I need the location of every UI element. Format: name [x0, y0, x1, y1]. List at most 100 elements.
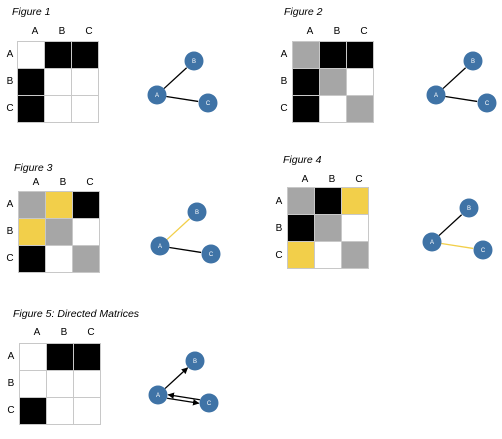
row-label-b: B	[7, 378, 15, 389]
matrix-cell-aa	[20, 344, 47, 371]
matrix-cell-ba	[293, 69, 320, 96]
figure-title: Figure 3	[14, 162, 53, 174]
node-label-b: B	[192, 59, 196, 65]
node-label-a: A	[158, 244, 162, 250]
adjacency-matrix	[17, 41, 99, 123]
matrix-cell-cb	[315, 242, 342, 269]
row-label-c: C	[275, 250, 283, 261]
node-label-a: A	[156, 393, 160, 399]
matrix-cell-ab	[46, 192, 73, 219]
network-graph: ABC	[147, 51, 218, 113]
column-label-a: A	[32, 177, 40, 188]
column-label-b: B	[328, 174, 336, 185]
matrix-cell-ba	[19, 219, 46, 246]
column-label-a: A	[301, 174, 309, 185]
row-label-b: B	[6, 76, 14, 87]
matrix-cell-cc	[342, 242, 369, 269]
node-label-c: C	[206, 101, 211, 107]
column-label-a: A	[33, 327, 41, 338]
matrix-cell-ac	[342, 188, 369, 215]
node-c	[198, 93, 218, 113]
matrix-cell-bb	[47, 371, 74, 398]
matrix-cell-aa	[288, 188, 315, 215]
node-b	[459, 198, 479, 218]
node-c	[199, 393, 219, 413]
matrix-cell-ca	[19, 246, 46, 273]
matrix-cell-bb	[320, 69, 347, 96]
adjacency-matrix	[292, 41, 374, 123]
edge-a-b	[438, 214, 463, 237]
matrix-cell-ca	[293, 96, 320, 123]
column-label-b: B	[333, 26, 341, 37]
node-a	[148, 385, 168, 405]
edge-a-b	[442, 67, 467, 90]
node-label-c: C	[481, 248, 486, 254]
node-a	[147, 85, 167, 105]
matrix-cell-ba	[288, 215, 315, 242]
matrix-cell-ba	[20, 371, 47, 398]
matrix-cell-bb	[45, 69, 72, 96]
matrix-cell-bc	[72, 69, 99, 96]
column-label-c: C	[86, 177, 94, 188]
node-label-c: C	[207, 401, 212, 407]
matrix-cell-cb	[320, 96, 347, 123]
row-label-c: C	[6, 253, 14, 264]
column-label-c: C	[85, 26, 93, 37]
node-b	[187, 202, 207, 222]
matrix-cell-ca	[20, 398, 47, 425]
matrix-cell-cc	[347, 96, 374, 123]
row-label-a: A	[280, 49, 288, 60]
figure-title: Figure 2	[284, 6, 323, 18]
node-a	[422, 232, 442, 252]
matrix-cell-bc	[347, 69, 374, 96]
matrix-cell-cb	[45, 96, 72, 123]
matrix-cell-ba	[18, 69, 45, 96]
matrix-cell-cc	[74, 398, 101, 425]
matrix-cell-cb	[47, 398, 74, 425]
node-label-c: C	[209, 252, 214, 258]
edge-a-c	[441, 242, 474, 250]
matrix-cell-bc	[73, 219, 100, 246]
node-label-a: A	[434, 93, 438, 99]
edge-a-b	[163, 67, 188, 90]
matrix-cell-ca	[288, 242, 315, 269]
matrix-cell-bc	[74, 371, 101, 398]
column-label-c: C	[360, 26, 368, 37]
row-label-a: A	[7, 351, 15, 362]
node-label-b: B	[471, 59, 475, 65]
matrix-cell-aa	[19, 192, 46, 219]
node-a	[426, 85, 446, 105]
node-b	[184, 51, 204, 71]
row-label-b: B	[275, 223, 283, 234]
matrix-cell-ac	[73, 192, 100, 219]
edge-c-a	[167, 392, 200, 401]
matrix-cell-bc	[342, 215, 369, 242]
matrix-cell-aa	[18, 42, 45, 69]
edge-a-c	[166, 95, 199, 103]
node-b	[463, 51, 483, 71]
matrix-cell-ab	[47, 344, 74, 371]
node-label-c: C	[485, 101, 490, 107]
column-label-c: C	[87, 327, 95, 338]
column-label-a: A	[306, 26, 314, 37]
matrix-cell-cc	[72, 96, 99, 123]
row-label-c: C	[7, 405, 15, 416]
network-graph: A B C	[426, 51, 497, 113]
matrix-cell-ab	[320, 42, 347, 69]
adjacency-matrix	[287, 187, 369, 269]
row-label-c: C	[6, 103, 14, 114]
column-label-b: B	[58, 26, 66, 37]
column-label-b: B	[59, 177, 67, 188]
node-label-a: A	[430, 240, 434, 246]
node-b	[185, 351, 205, 371]
matrix-cell-ca	[18, 96, 45, 123]
node-c	[201, 244, 221, 264]
matrix-cell-bb	[315, 215, 342, 242]
edge-a-c	[169, 246, 202, 254]
row-label-c: C	[280, 103, 288, 114]
node-a	[150, 236, 170, 256]
network-graph: ABC	[148, 351, 219, 413]
edge-a-c	[445, 95, 478, 103]
row-label-b: B	[6, 226, 14, 237]
node-label-b: B	[195, 210, 199, 216]
